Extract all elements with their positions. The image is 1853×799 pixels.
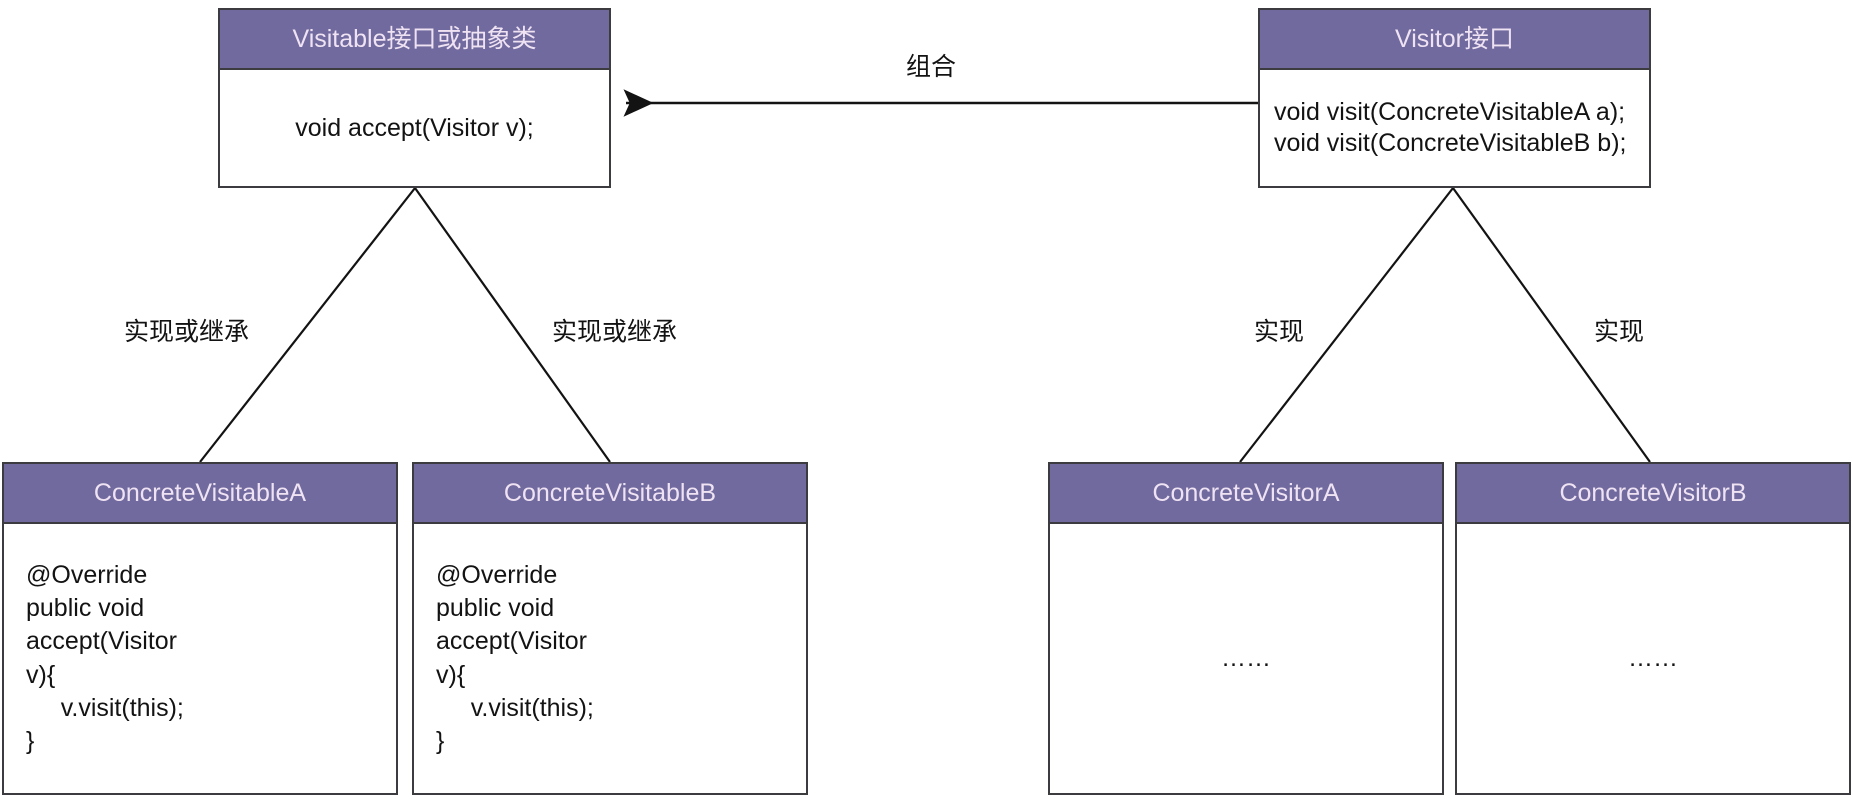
edge-label-visitable-b: 实现或继承 xyxy=(552,318,678,346)
class-header-visitable: Visitable接口或抽象类 xyxy=(220,10,609,70)
code-line: v){ xyxy=(436,660,466,689)
code-line: accept(Visitor xyxy=(26,627,177,656)
ellipsis-placeholder: …… xyxy=(1221,644,1271,672)
class-box-concrete-visitable-b[interactable]: ConcreteVisitableB @Override public void… xyxy=(412,462,808,795)
class-title-concrete-visitor-a: ConcreteVisitorA xyxy=(1152,478,1340,507)
class-header-concrete-visitable-b: ConcreteVisitableB xyxy=(414,464,806,524)
class-box-concrete-visitor-b[interactable]: ConcreteVisitorB …… xyxy=(1455,462,1851,795)
edge-label-composition: 组合 xyxy=(906,53,957,81)
class-body-visitable: void accept(Visitor v); xyxy=(220,70,609,186)
operation-visit-a: void visit(ConcreteVisitableA a); xyxy=(1274,97,1626,126)
class-title-visitor: Visitor接口 xyxy=(1394,24,1514,53)
class-body-visitor: void visit(ConcreteVisitableA a); void v… xyxy=(1260,70,1649,186)
code-line: } xyxy=(26,727,35,755)
code-line: accept(Visitor xyxy=(436,627,587,656)
edge-label-visitor-b: 实现 xyxy=(1594,318,1645,346)
class-title-concrete-visitor-b: ConcreteVisitorB xyxy=(1559,478,1747,507)
code-line: v.visit(this); xyxy=(436,693,594,722)
code-line: v.visit(this); xyxy=(26,693,184,722)
edge-label-visitable-a: 实现或继承 xyxy=(124,318,250,346)
class-header-concrete-visitable-a: ConcreteVisitableA xyxy=(4,464,396,524)
class-body-concrete-visitor-a: …… xyxy=(1050,524,1442,793)
class-box-visitable[interactable]: Visitable接口或抽象类 void accept(Visitor v); xyxy=(218,8,611,188)
class-header-concrete-visitor-a: ConcreteVisitorA xyxy=(1050,464,1442,524)
ellipsis-placeholder: …… xyxy=(1628,644,1678,672)
class-box-concrete-visitable-a[interactable]: ConcreteVisitableA @Override public void… xyxy=(2,462,398,795)
class-header-visitor: Visitor接口 xyxy=(1260,10,1649,70)
class-header-concrete-visitor-b: ConcreteVisitorB xyxy=(1457,464,1849,524)
code-line: @Override xyxy=(26,560,148,589)
code-line: public void xyxy=(436,594,555,622)
class-title-visitable: Visitable接口或抽象类 xyxy=(292,24,537,53)
class-box-visitor[interactable]: Visitor接口 void visit(ConcreteVisitableA … xyxy=(1258,8,1651,188)
code-line: @Override xyxy=(436,560,558,589)
class-body-concrete-visitor-b: …… xyxy=(1457,524,1849,793)
code-line: public void xyxy=(26,594,145,622)
class-box-concrete-visitor-a[interactable]: ConcreteVisitorA …… xyxy=(1048,462,1444,795)
code-line: v){ xyxy=(26,660,56,689)
edge-label-visitor-a: 实现 xyxy=(1254,318,1305,346)
class-title-concrete-visitable-b: ConcreteVisitableB xyxy=(503,478,717,507)
operation-accept: void accept(Visitor v); xyxy=(295,113,534,142)
code-line: } xyxy=(436,727,445,755)
class-title-concrete-visitable-a: ConcreteVisitableA xyxy=(93,478,307,507)
class-body-concrete-visitable-b: @Override public void accept(Visitor v){… xyxy=(414,524,806,793)
operation-visit-b: void visit(ConcreteVisitableB b); xyxy=(1274,129,1627,157)
class-body-concrete-visitable-a: @Override public void accept(Visitor v){… xyxy=(4,524,396,793)
